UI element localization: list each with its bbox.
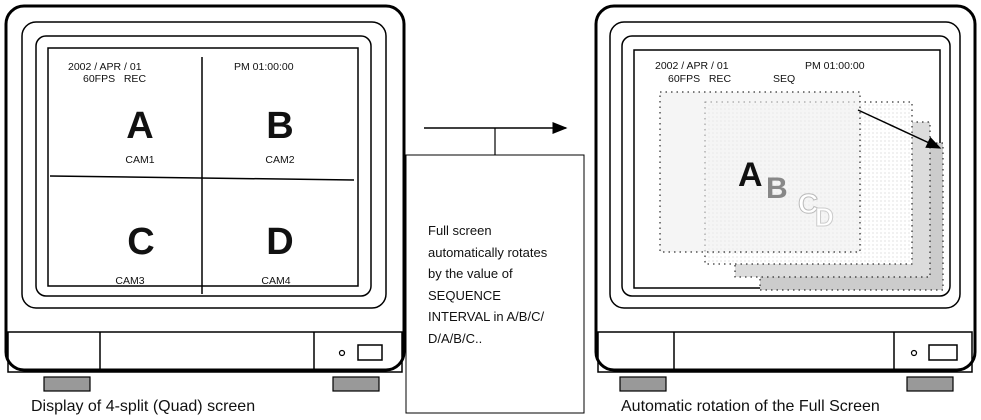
- left-screen-overlay: 2002 / APR / 01 PM 01:00:00 60FPS REC A …: [68, 61, 295, 287]
- left-date: 2002 / APR / 01: [68, 61, 142, 73]
- sequence-layers: [659, 91, 944, 291]
- quad-a-camera: CAM1: [125, 154, 154, 166]
- layer-a: [659, 91, 861, 253]
- note-text: Full screen automatically rotates by the…: [428, 220, 578, 349]
- left-caption: Display of 4-split (Quad) screen: [31, 398, 256, 415]
- quad-d-letter: D: [266, 221, 293, 263]
- quad-c-letter: C: [127, 221, 154, 263]
- note-box: [405, 154, 585, 414]
- note-line: INTERVAL in A/B/C/: [428, 309, 545, 324]
- left-monitor: [4, 4, 406, 392]
- seq-letter-b: B: [766, 172, 788, 205]
- left-time: PM 01:00:00: [234, 61, 294, 73]
- right-status: 60FPS REC: [668, 73, 731, 85]
- quad-b-camera: CAM2: [265, 154, 294, 166]
- seq-letter-d: D: [815, 202, 834, 232]
- seq-letter-a: A: [738, 156, 763, 194]
- quad-c-camera: CAM3: [115, 275, 144, 287]
- left-status: 60FPS REC: [83, 73, 146, 85]
- note-line: automatically rotates: [428, 244, 548, 260]
- right-screen-overlay: 2002 / APR / 01 PM 01:00:00 60FPS REC SE…: [655, 60, 865, 233]
- right-caption: Automatic rotation of the Full Screen: [621, 398, 880, 415]
- right-mode: SEQ: [773, 73, 795, 85]
- rotation-arrow: [424, 122, 568, 155]
- quad-b-letter: B: [266, 105, 293, 147]
- right-time: PM 01:00:00: [805, 60, 865, 72]
- right-date: 2002 / APR / 01: [655, 60, 729, 72]
- quad-d-camera: CAM4: [261, 275, 290, 287]
- note-line: SEQUENCE: [428, 287, 501, 303]
- note-line: D/A/B/C..: [428, 330, 483, 346]
- note-line: by the value of: [428, 266, 513, 281]
- note-line: Full screen: [428, 223, 492, 238]
- seq-letter-c: C: [798, 188, 818, 219]
- quad-a-letter: A: [126, 105, 153, 147]
